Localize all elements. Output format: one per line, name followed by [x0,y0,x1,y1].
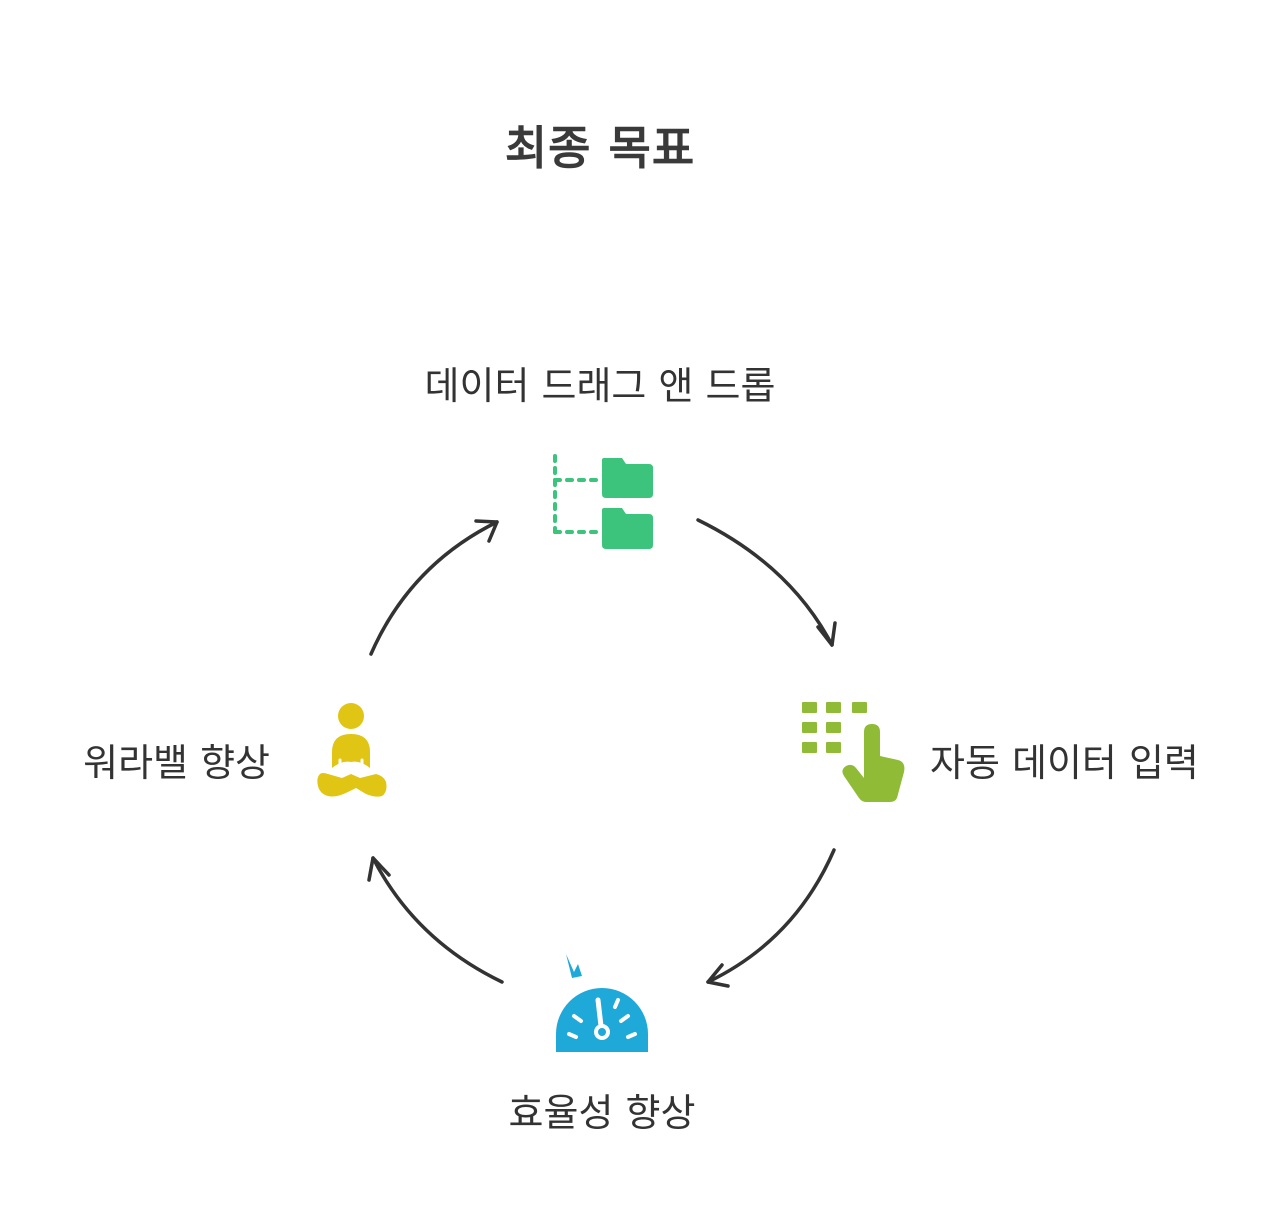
meditation-icon [317,703,387,797]
arrowhead-top-to-right [816,621,837,647]
arrowhead-bottom-to-left [367,856,391,882]
tap-keypad-icon [802,702,905,802]
node-label-auto-input: 자동 데이터 입력 [930,741,1199,785]
arrow-bottom-to-left [371,856,504,984]
node-label-efficiency: 효율성 향상 [508,1091,696,1135]
speedometer-icon [556,954,648,1052]
node-label-drag-drop: 데이터 드래그 앤 드롭 [424,364,776,408]
arrow-top-to-right [696,518,834,647]
folder-tree-icon [553,454,653,549]
arrowhead-left-to-top [474,519,499,543]
node-label-work-life-balance: 워라밸 향상 [83,741,270,785]
diagram-title: 최종 목표 [504,121,696,175]
arrow-left-to-top [369,520,499,656]
arrowhead-right-to-bottom [706,963,730,988]
arrow-right-to-bottom [706,848,836,984]
